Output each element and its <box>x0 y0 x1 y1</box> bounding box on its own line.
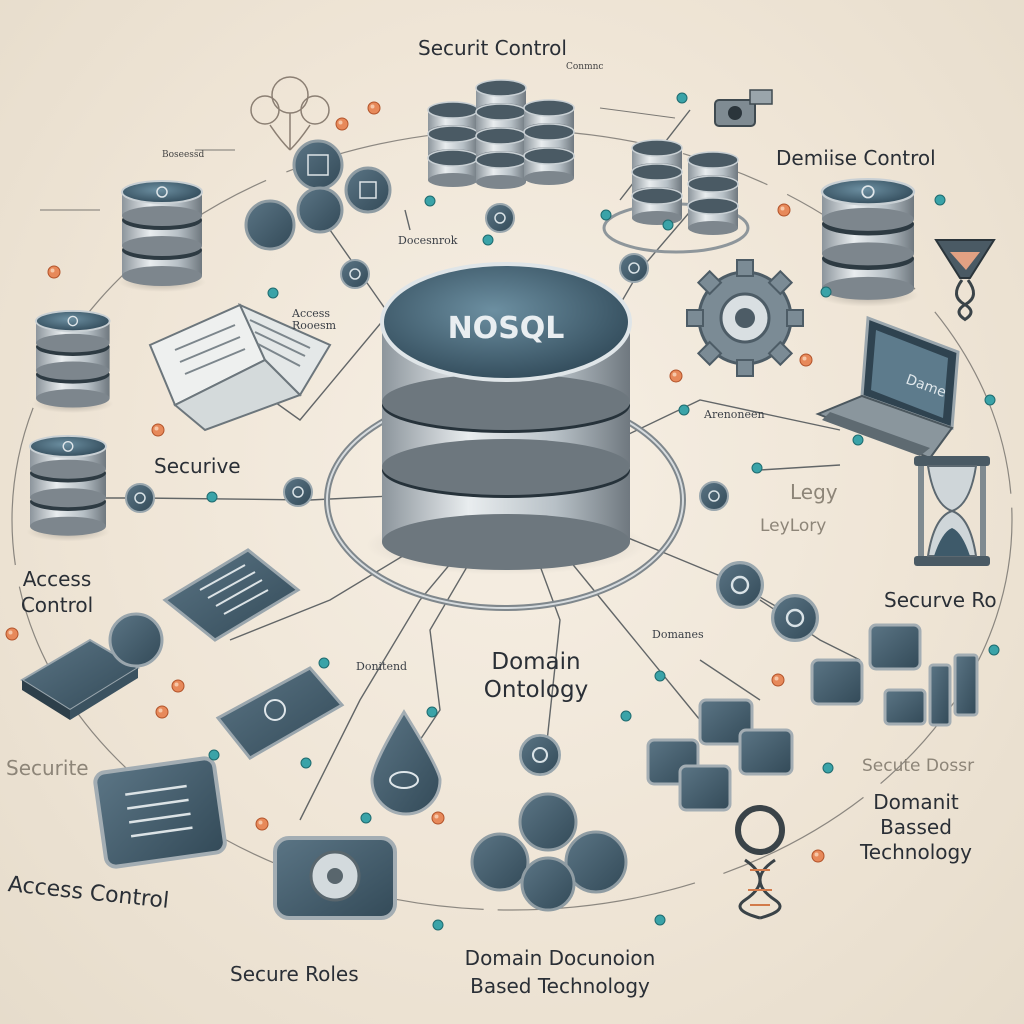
document-icon-bottomleft <box>93 756 227 869</box>
label-domain-documentation-technology: Domain Docunoion Based Technology <box>464 946 656 998</box>
node-left-1 <box>125 483 155 513</box>
database-cluster-top <box>427 79 575 190</box>
label-access-rooms: Access Rooesm <box>292 307 337 332</box>
lock-icon-tile <box>215 666 345 760</box>
document-icon-open-book <box>148 303 332 432</box>
document-icon-left <box>162 548 301 642</box>
label-domain-based-technology: Domanit Bassed Technology <box>859 790 973 864</box>
label-bottom-left-small: Boseessd <box>162 150 205 160</box>
nosql-label: NOSQL <box>448 311 565 346</box>
label-securite: Securite <box>6 756 89 780</box>
label-domain-ontology: Domain Ontology <box>483 649 589 703</box>
label-securive: Securive <box>154 454 241 478</box>
database-icon-right <box>816 177 920 308</box>
node-ontology <box>518 733 561 776</box>
node-lock-1 <box>340 259 370 289</box>
cube-icon-tiles <box>646 623 979 812</box>
label-secure-roles-bottom: Secure Roles <box>230 962 359 986</box>
label-security-control-sub: Conmnc <box>566 62 604 72</box>
node-left-2 <box>283 477 313 507</box>
database-icon-topleft <box>117 180 207 293</box>
database-icon-left-lower <box>25 434 111 543</box>
node-lock-3 <box>619 253 649 283</box>
gear-icon <box>686 259 804 377</box>
dna-icon-bottomright <box>735 805 785 920</box>
drop-icon <box>370 709 442 816</box>
server-box-icon <box>20 612 164 720</box>
label-demise-control: Demiise Control <box>776 146 936 170</box>
key-icon <box>714 89 773 127</box>
label-security-control: Securit Control <box>418 36 567 60</box>
label-secute-dossr: Secute Dossr <box>862 756 975 776</box>
tree-icon <box>250 76 330 151</box>
safe-icon-bottom <box>273 836 397 920</box>
node-lock-2 <box>485 203 515 233</box>
hourglass-icon <box>914 456 990 566</box>
label-secure-roles-right: Securve Ro <box>884 588 997 612</box>
nosql-database-icon: NOSQL <box>366 262 646 575</box>
cube-cluster-icon <box>470 792 628 912</box>
label-domain-small: Donitend <box>356 660 408 673</box>
label-access-control-left: Access Control <box>20 567 94 617</box>
label-domains: Domanes <box>652 628 704 641</box>
laptop-icon: Dame <box>815 315 960 460</box>
dna-icon <box>934 239 996 322</box>
security-tiles-topleft <box>244 139 392 251</box>
label-services: Arenoneen <box>704 408 765 421</box>
node-key-right <box>716 561 765 610</box>
decorative-squiggles <box>40 107 676 211</box>
database-icon-left <box>31 309 115 414</box>
node-right-1 <box>699 481 729 511</box>
label-legacy-2: LeyLory <box>760 516 827 536</box>
node-shield-right <box>771 594 820 643</box>
storage-cylinders-icon <box>602 139 750 254</box>
label-legacy-1: Legy <box>790 480 838 504</box>
label-documents: Docesnrok <box>398 234 458 247</box>
